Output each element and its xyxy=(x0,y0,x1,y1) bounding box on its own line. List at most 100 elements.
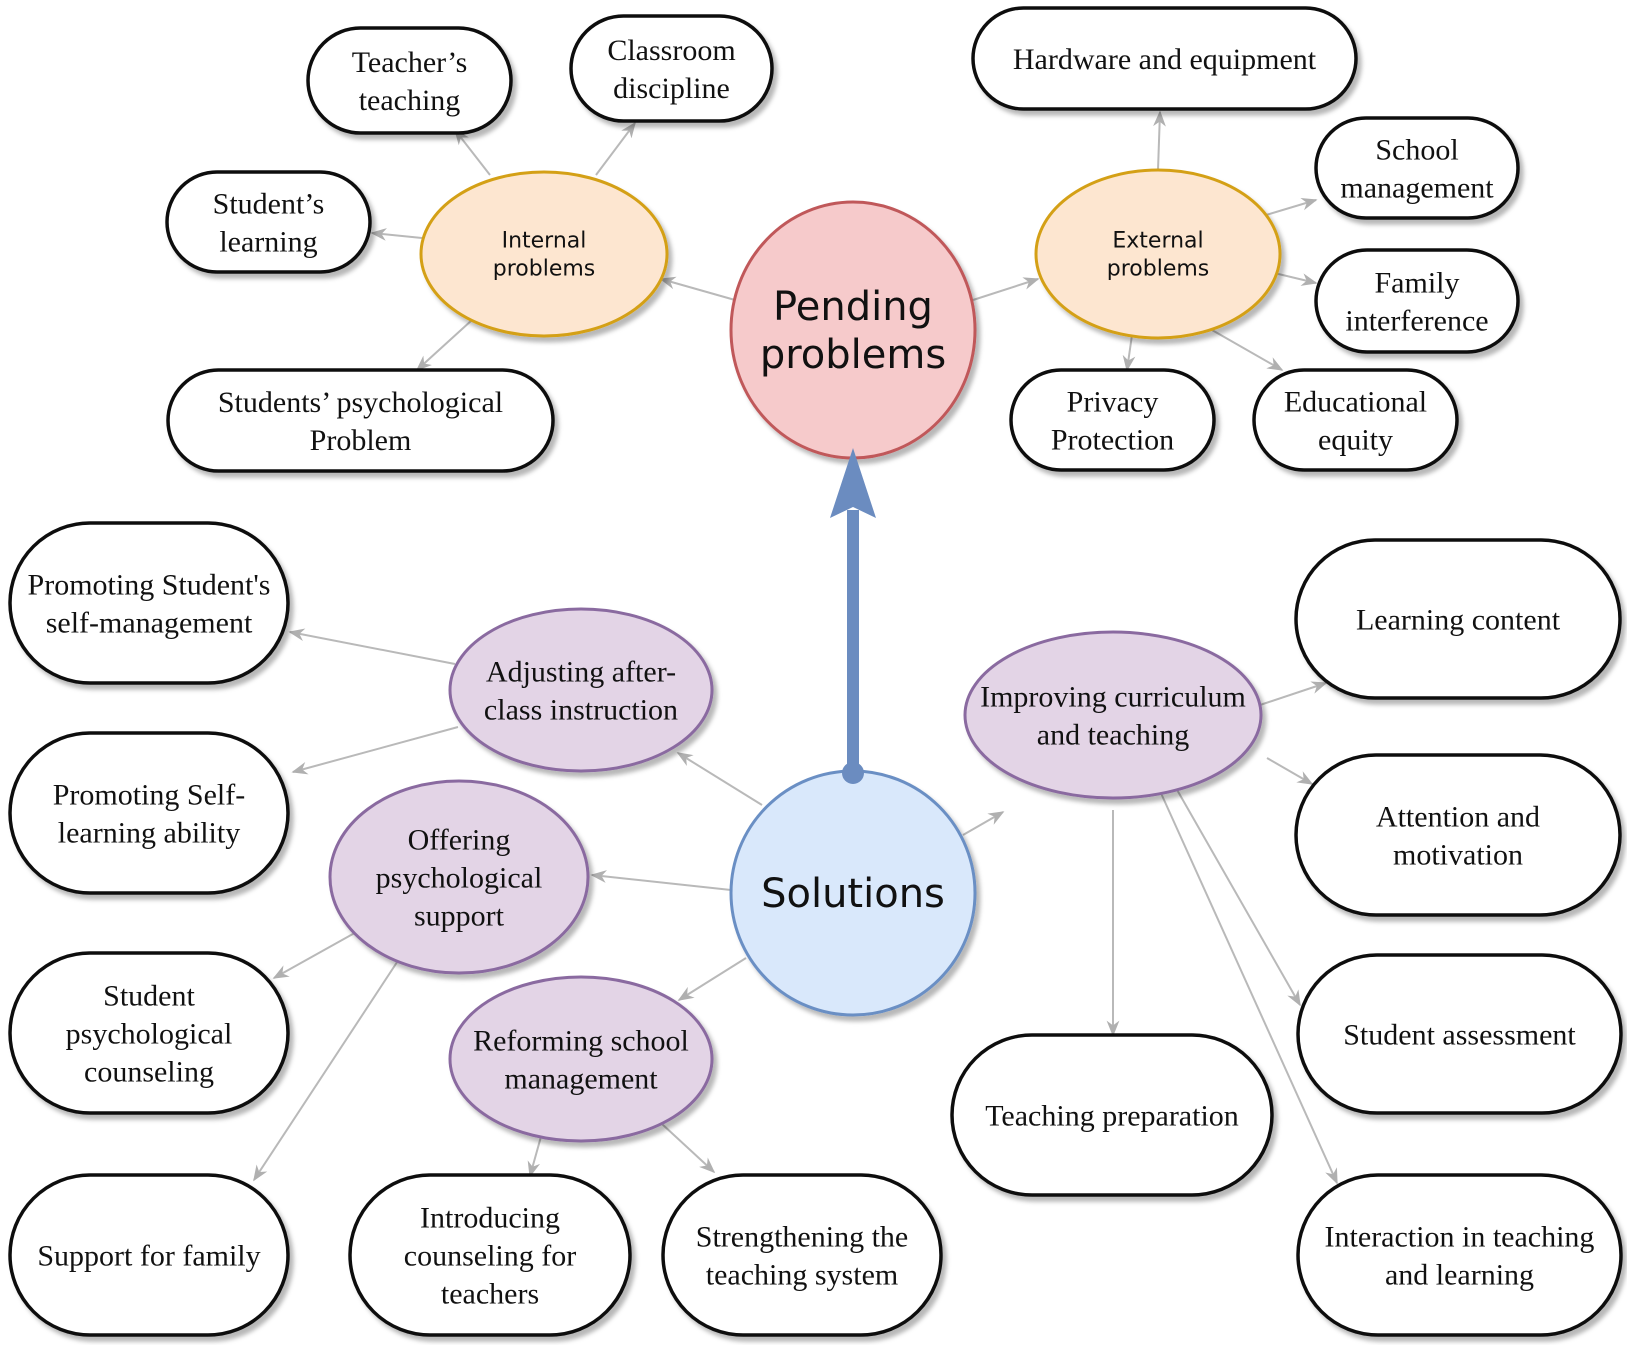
leaf-node-curriculum[interactable]: Teaching preparation xyxy=(950,1033,1274,1197)
edge-curriculum-to-child xyxy=(1266,757,1314,785)
leaf-node-psychological-shape xyxy=(8,1173,290,1337)
category-node-school-management-shape xyxy=(448,975,714,1143)
edge-school-management-to-child xyxy=(661,1123,716,1174)
leaf-node-after-class-shape xyxy=(8,731,290,895)
category-node-after-class-line: class instruction xyxy=(484,694,678,727)
edge-root-to-internal xyxy=(659,276,736,301)
leaf-node-curriculum-line: motivation xyxy=(1393,839,1523,872)
category-node-external[interactable]: External problems xyxy=(1034,168,1282,340)
category-node-external-shape xyxy=(1034,168,1282,340)
leaf-node-external-shape xyxy=(1252,368,1459,472)
leaf-node-school-management-line: counseling for xyxy=(404,1240,576,1273)
category-node-internal-line: problems xyxy=(493,257,596,282)
leaf-node-psychological-line: Student xyxy=(103,980,195,1013)
leaf-node-curriculum-shape xyxy=(950,1033,1274,1197)
category-node-after-class-shape xyxy=(448,607,714,773)
root-node-solutions[interactable]: Solutions xyxy=(729,769,977,1017)
leaf-node-psychological-line: Support for family xyxy=(37,1240,260,1273)
category-node-external-line: problems xyxy=(1107,257,1210,282)
leaf-node-external-line: Hardware and equipment xyxy=(1013,43,1317,76)
category-node-psychological-shape xyxy=(328,779,590,975)
leaf-node-internal-line: teaching xyxy=(359,84,461,117)
category-node-curriculum-shape xyxy=(963,630,1263,800)
leaf-node-external-shape xyxy=(1314,116,1520,220)
leaf-node-external[interactable]: Hardware and equipment xyxy=(971,6,1358,111)
main-arrow-head-icon xyxy=(830,448,876,518)
leaf-node-after-class[interactable]: Promoting Student's self-management xyxy=(8,521,290,685)
leaf-node-curriculum-shape xyxy=(1294,753,1622,917)
edge-internal-to-child xyxy=(370,228,423,241)
leaf-node-external-line: interference xyxy=(1345,305,1488,338)
leaf-node-psychological-line: counseling xyxy=(84,1056,214,1089)
leaf-node-internal-shape xyxy=(165,170,372,274)
leaf-node-curriculum-shape xyxy=(1296,953,1623,1115)
main-link-layer xyxy=(830,448,876,784)
edge-psychological-to-child xyxy=(253,949,406,1182)
leaf-node-external-shape xyxy=(971,6,1358,111)
edge-after-class-to-child xyxy=(291,726,459,775)
edge-root-to-school-management xyxy=(677,957,747,1001)
leaf-node-after-class[interactable]: Promoting Self-learning ability xyxy=(8,731,290,895)
leaf-node-internal-line: Students’ psychological xyxy=(218,386,503,419)
leaf-node-external-line: Protection xyxy=(1051,424,1174,457)
edge-root-to-curriculum xyxy=(962,811,1005,836)
leaf-node-after-class-line: Promoting Student's xyxy=(28,569,271,602)
category-node-psychological-line: psychological xyxy=(376,862,543,895)
leaf-node-external-shape xyxy=(1009,368,1216,472)
leaf-node-curriculum-line: Learning content xyxy=(1356,604,1561,637)
edge-root-to-psychological xyxy=(590,870,732,891)
leaf-node-internal-shape xyxy=(569,14,774,123)
leaf-node-external-line: Family xyxy=(1374,267,1459,300)
category-node-school-management[interactable]: Reforming school management xyxy=(448,975,714,1143)
leaf-node-curriculum-line: and learning xyxy=(1385,1259,1534,1292)
edge-school-management-to-child xyxy=(527,1132,543,1178)
leaf-node-psychological[interactable]: Support for family xyxy=(8,1173,290,1337)
edge-curriculum-to-child xyxy=(1159,790,1338,1185)
leaf-node-after-class-line: self-management xyxy=(46,607,253,640)
leaf-node-internal-line: Student’s xyxy=(213,188,325,221)
leaf-node-school-management-shape xyxy=(661,1173,943,1337)
edge-curriculum-to-child xyxy=(1175,787,1301,1007)
leaf-node-school-management-line: teachers xyxy=(441,1278,539,1311)
leaf-node-school-management[interactable]: Introducing counseling for teachers xyxy=(348,1173,632,1337)
root-node-pending-problems-line: problems xyxy=(760,332,946,378)
category-node-school-management-line: management xyxy=(504,1063,658,1096)
edge-internal-to-child xyxy=(454,128,491,176)
leaf-node-school-management-shape xyxy=(348,1173,632,1337)
category-node-curriculum-line: Improving curriculum xyxy=(980,681,1246,714)
edge-external-to-child xyxy=(1122,334,1136,372)
edge-external-to-child xyxy=(1211,329,1284,371)
category-node-external-line: External xyxy=(1112,229,1203,254)
category-node-psychological-line: support xyxy=(414,900,505,933)
leaf-node-internal-line: Classroom xyxy=(607,34,735,67)
leaf-node-external-line: Educational xyxy=(1284,386,1427,419)
leaf-node-external-shape xyxy=(1314,248,1520,354)
leaf-node-curriculum[interactable]: Learning content xyxy=(1294,538,1622,700)
leaf-node-external[interactable]: Family interference xyxy=(1314,248,1520,354)
main-arrow-tail-dot xyxy=(842,762,864,784)
category-node-after-class[interactable]: Adjusting after-class instruction xyxy=(448,607,714,773)
edge-internal-to-child xyxy=(415,319,473,372)
category-node-school-management-line: Reforming school xyxy=(473,1025,689,1058)
leaf-node-curriculum[interactable]: Student assessment xyxy=(1296,953,1623,1115)
leaf-node-school-management-line: Introducing xyxy=(420,1202,560,1235)
leaf-node-school-management-line: Strengthening the xyxy=(696,1221,908,1254)
leaf-node-external-line: management xyxy=(1340,172,1494,205)
